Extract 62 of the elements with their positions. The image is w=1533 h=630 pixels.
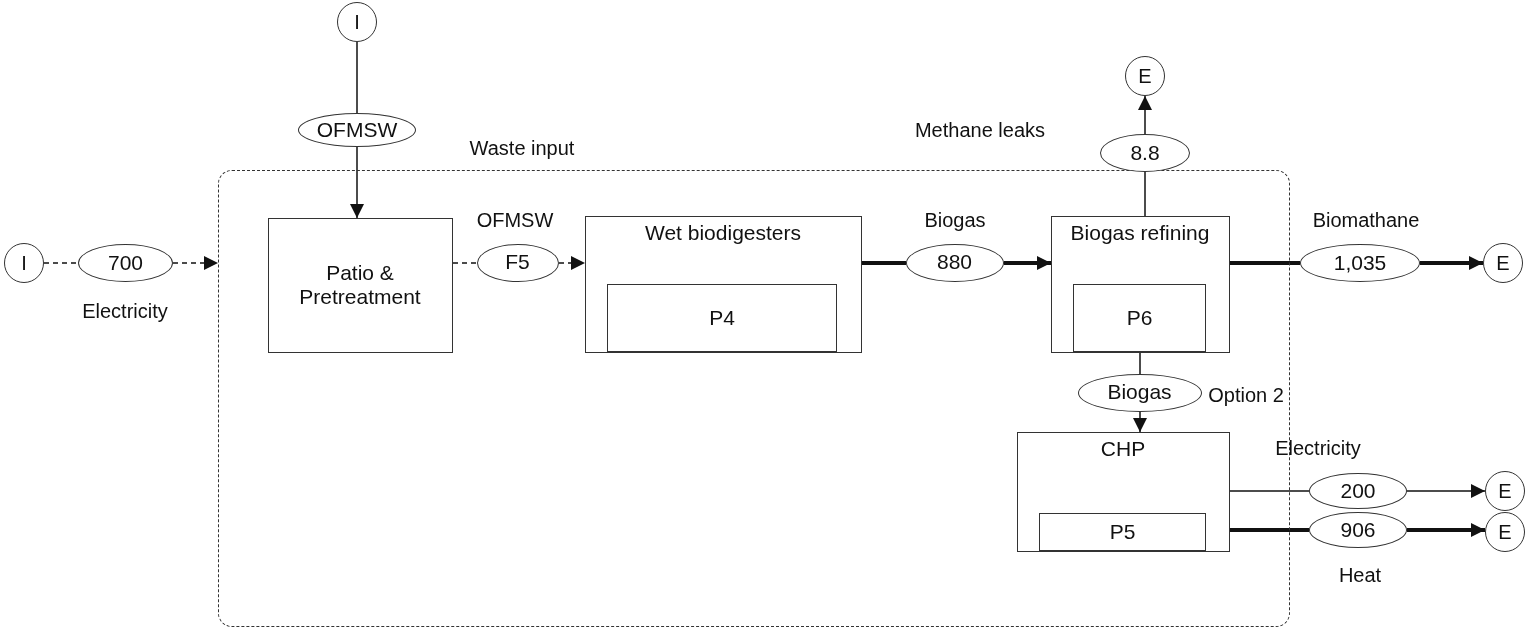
flow-value: 1,035: [1333, 250, 1387, 276]
arrow: [172, 256, 219, 270]
flow-label: Biomathane: [1312, 208, 1420, 232]
process-box: [584, 215, 862, 353]
connector-line: [452, 262, 478, 264]
arrow: [1406, 484, 1486, 498]
flow-label: OFMSW: [476, 208, 554, 232]
flow-label: Option 2: [1208, 383, 1284, 407]
process-box: [1016, 431, 1230, 552]
terminal-circle: [1485, 512, 1525, 552]
connector-line: [1230, 528, 1309, 532]
flow-value: OFMSW: [316, 117, 398, 143]
terminal-circle: [4, 243, 44, 283]
process-box: [267, 217, 453, 353]
terminal-circle: [337, 2, 377, 42]
connector-line: [1229, 490, 1310, 492]
connector-line: [1139, 352, 1141, 375]
arrow: [1420, 256, 1483, 270]
connector-line: [1230, 261, 1300, 265]
terminal-circle: [1483, 243, 1523, 283]
connector-line: [356, 41, 358, 114]
arrow: [1133, 411, 1147, 433]
subprocess-box: [1039, 513, 1206, 551]
terminal-label: E: [1138, 64, 1152, 88]
terminal-label: I: [21, 251, 27, 275]
process-label: P6: [1126, 305, 1153, 331]
connector-line: [1144, 171, 1146, 217]
arrow: [1004, 256, 1051, 270]
terminal-label: E: [1498, 479, 1512, 503]
flow-value: 906: [1340, 517, 1376, 543]
terminal-circle: [1485, 471, 1525, 511]
arrow: [350, 146, 364, 219]
terminal-label: E: [1498, 520, 1512, 544]
terminal-label: E: [1496, 251, 1510, 275]
arrow: [1138, 95, 1152, 135]
terminal-circle: [1125, 56, 1165, 96]
flow-label: Electricity: [82, 299, 168, 323]
connector-line: [862, 261, 906, 265]
flow-value: 8.8: [1130, 140, 1160, 166]
process-box: [1050, 215, 1230, 353]
process-label: P5: [1109, 519, 1136, 545]
arrow: [1407, 523, 1485, 537]
subprocess-box: [607, 284, 837, 352]
flow-label: Heat: [1338, 563, 1382, 587]
flow-value: F5: [505, 250, 530, 275]
terminal-label: I: [354, 10, 360, 34]
arrow: [558, 256, 586, 270]
flow-label: Waste input: [469, 136, 575, 160]
process-label: CHP: [1100, 436, 1146, 461]
flow-value: 880: [936, 250, 972, 275]
process-label: P4: [709, 305, 735, 331]
flow-label: Electricity: [1275, 436, 1361, 460]
connector-line: [43, 262, 79, 264]
process-label: Biogas refining: [1070, 220, 1210, 245]
flow-value: 700: [107, 250, 143, 276]
flow-value: 200: [1340, 478, 1376, 504]
flow-label: Biogas: [924, 208, 986, 232]
flow-label: Methane leaks: [914, 118, 1046, 142]
flow-value: Biogas: [1107, 380, 1172, 405]
process-label: Patio & Pretreatment: [298, 260, 422, 310]
process-label: Wet biodigesters: [645, 220, 801, 245]
subprocess-box: [1073, 284, 1206, 352]
